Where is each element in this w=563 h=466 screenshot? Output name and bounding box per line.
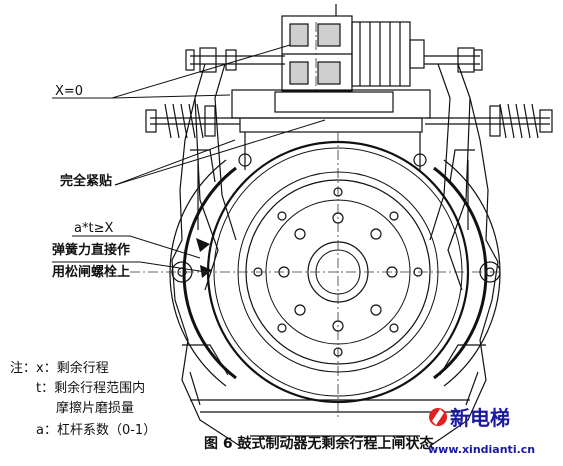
leader-lines xyxy=(52,44,326,273)
label-spring-force-line2: 用松闸螺栓上 xyxy=(52,265,131,280)
label-fully-close: 完全紧贴 xyxy=(60,174,113,189)
left-contact-wedge xyxy=(196,238,210,252)
electromagnet xyxy=(281,4,425,92)
note-x: x：剩余行程 xyxy=(36,361,109,376)
centerlines xyxy=(130,22,500,420)
right-brake-shoe xyxy=(433,166,488,380)
watermark-logo-icon xyxy=(429,408,447,426)
hub-holes xyxy=(253,187,423,357)
top-bracket xyxy=(231,89,431,170)
note-t-line2: 摩擦片磨损量 xyxy=(56,401,135,416)
label-at-ge-x: a*t≥X xyxy=(74,221,114,236)
note-t-line1: t：剩余行程范围内 xyxy=(36,381,146,396)
label-x-eq-0: X=0 xyxy=(55,84,84,99)
left-spring xyxy=(145,103,240,139)
note-a: a：杠杆系数（0-1） xyxy=(36,423,157,438)
release-bolts xyxy=(185,47,483,73)
label-spring-force-line1: 弹簧力直接作 xyxy=(52,243,131,258)
watermark-brand: 新电梯 xyxy=(450,406,510,430)
left-brake-shoe xyxy=(182,166,237,380)
right-spring xyxy=(425,103,553,139)
base xyxy=(190,399,470,437)
notes-prefix: 注： xyxy=(10,361,37,376)
watermark-url: www.xindianti.cn xyxy=(428,443,536,456)
figure-caption: 图 6 鼓式制动器无剩余行程上闸状态 xyxy=(204,436,434,452)
